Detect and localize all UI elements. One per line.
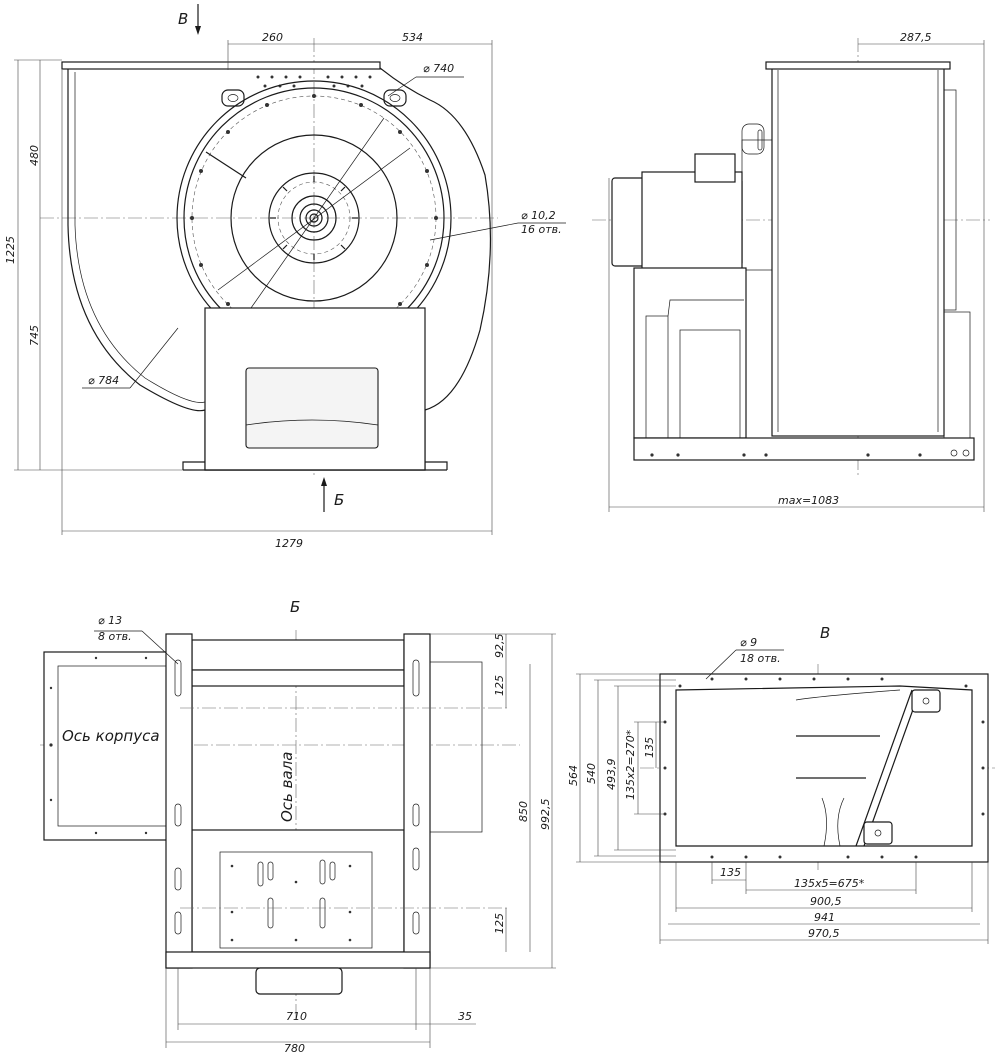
dim-135-vertical: 135 bbox=[643, 737, 656, 758]
dim-125-bottom: 125 bbox=[493, 913, 506, 934]
view-label-b: Б bbox=[290, 598, 300, 616]
dim-135-horizontal: 135 bbox=[720, 866, 741, 879]
motor-stand bbox=[633, 267, 747, 439]
side-housing bbox=[771, 67, 945, 437]
outlet-flange-holes bbox=[663, 677, 985, 859]
leader-18-holes: 18 отв. bbox=[740, 652, 781, 665]
plate-slots bbox=[230, 859, 352, 942]
dim-710: 710 bbox=[286, 1010, 307, 1023]
dim-287-5: 287,5 bbox=[900, 31, 932, 44]
dim-135x2: 135x2=270* bbox=[624, 729, 637, 800]
leader-8-holes: 8 отв. bbox=[98, 630, 132, 643]
leader-740: ⌀ 740 bbox=[423, 62, 454, 75]
dim-564: 564 bbox=[567, 765, 580, 786]
dim-1279: 1279 bbox=[275, 537, 303, 550]
top-flange bbox=[61, 61, 381, 70]
outlet-view-v: В ⌀ 9 18 отв. 564 540 493,9 135x2=270* 1… bbox=[567, 624, 995, 944]
left-rail bbox=[165, 633, 193, 969]
front-view: В Б 260 534 ⌀ 740 ⌀ 10,2 16 отв. ⌀ 784 1… bbox=[4, 4, 566, 550]
dim-260: 260 bbox=[262, 31, 283, 44]
dim-493-9: 493,9 bbox=[605, 759, 618, 791]
dim-92-5: 92,5 bbox=[493, 634, 506, 659]
dim-125-top: 125 bbox=[493, 675, 506, 696]
rail-slots bbox=[174, 659, 420, 935]
dim-780: 780 bbox=[284, 1042, 305, 1055]
dim-900-5: 900,5 bbox=[810, 895, 842, 908]
scroll-casing bbox=[67, 67, 492, 471]
right-rail bbox=[403, 633, 431, 969]
arrow-label-v: В bbox=[178, 10, 188, 28]
dim-max-1083: max=1083 bbox=[778, 494, 839, 507]
leader-784: ⌀ 784 bbox=[88, 374, 119, 387]
dim-534: 534 bbox=[402, 31, 423, 44]
dim-540: 540 bbox=[585, 763, 598, 784]
dim-745: 745 bbox=[28, 325, 41, 346]
dim-35: 35 bbox=[458, 1010, 472, 1023]
top-flange-holes bbox=[256, 75, 372, 88]
leader-13: ⌀ 13 bbox=[98, 614, 122, 627]
side-base bbox=[633, 437, 975, 461]
label-shaft-axis: Ось вала bbox=[278, 752, 296, 822]
dim-480: 480 bbox=[28, 145, 41, 166]
leader-16-holes: 16 отв. bbox=[521, 223, 562, 236]
inlet-window bbox=[245, 367, 379, 449]
hub-slots bbox=[270, 176, 358, 260]
side-view: 287,5 max=1083 bbox=[592, 31, 990, 512]
leader-9: ⌀ 9 bbox=[740, 636, 757, 649]
bottom-view-b: Б ⌀ 13 8 отв. Ось корпуса Ось вала 92,5 … bbox=[40, 598, 556, 1055]
leader-10-2: ⌀ 10,2 bbox=[521, 209, 556, 222]
dim-941: 941 bbox=[814, 911, 835, 924]
dim-1225: 1225 bbox=[4, 236, 17, 264]
arrow-label-b: Б bbox=[334, 491, 344, 509]
view-label-v: В bbox=[820, 624, 830, 642]
dim-850: 850 bbox=[517, 801, 530, 822]
dim-135x5: 135x5=675* bbox=[794, 877, 865, 890]
label-body-axis: Ось корпуса bbox=[62, 727, 160, 745]
dim-992-5: 992,5 bbox=[539, 799, 552, 831]
dim-970-5: 970,5 bbox=[808, 927, 840, 940]
